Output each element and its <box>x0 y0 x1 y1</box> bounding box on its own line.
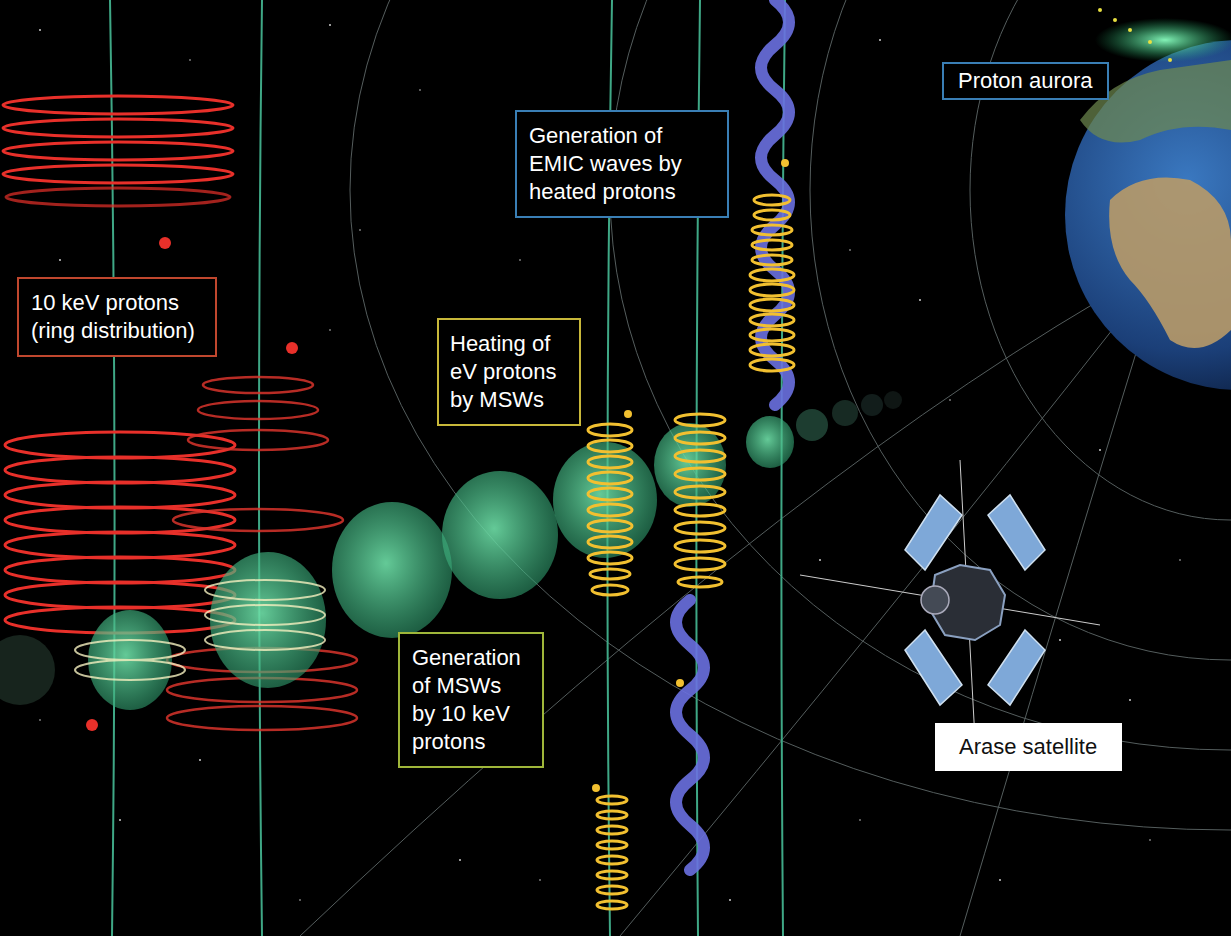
magnetic-field-lines <box>110 0 785 936</box>
label-box: Generation of MSWs by 10 keV protons <box>398 632 544 768</box>
label-text: Generation of MSWs by 10 keV protons <box>412 644 530 756</box>
ring-protons-right <box>167 377 357 730</box>
ring-protons-left <box>5 432 235 633</box>
heated-ring <box>75 580 325 680</box>
proton-dot <box>86 719 98 731</box>
arase-satellite <box>800 460 1100 740</box>
label-box: Proton aurora <box>942 62 1109 100</box>
proton-dot <box>286 342 298 354</box>
label-text: Proton aurora <box>958 67 1093 95</box>
ring-protons-top <box>3 96 233 206</box>
label-text: 10 keV protons (ring distribution) <box>31 289 203 345</box>
emic-wave <box>676 600 704 870</box>
field-line-arcs <box>300 0 1231 936</box>
label-text: Arase satellite <box>959 733 1097 761</box>
label-box: 10 keV protons (ring distribution) <box>17 277 217 357</box>
label-box: Heating of eV protons by MSWs <box>437 318 581 426</box>
label-box: Generation of EMIC waves by heated proto… <box>515 110 729 218</box>
proton-dots <box>592 159 789 792</box>
label-text: Heating of eV protons by MSWs <box>450 330 568 414</box>
proton-dot <box>159 237 171 249</box>
heated-protons <box>588 195 794 909</box>
earth-land <box>1109 178 1231 349</box>
label-box: Arase satellite <box>935 723 1122 771</box>
label-text: Generation of EMIC waves by heated proto… <box>529 122 715 206</box>
aurora-glow <box>1095 18 1231 62</box>
aurora-particles <box>1098 8 1172 62</box>
